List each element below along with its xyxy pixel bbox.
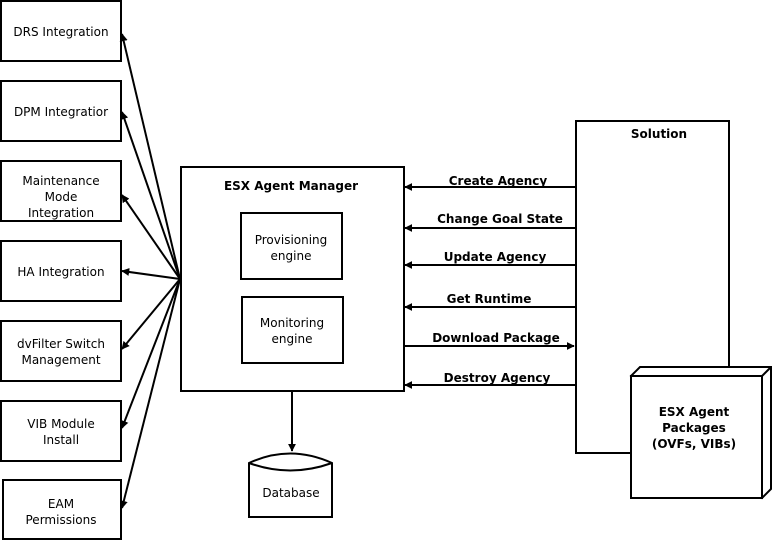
left-box-vib-module: VIB Module Install: [0, 400, 122, 462]
arrow-to-maintenance: [121, 194, 181, 280]
arrow-to-ha: [121, 268, 181, 280]
arrow-label-change-goal-state: Change Goal State: [437, 212, 563, 226]
provisioning-label: engine: [271, 249, 312, 263]
left-box-label: Mode: [45, 190, 78, 204]
left-box-maintenance-mode: Maintenance Mode Integration: [0, 160, 122, 222]
packages-label: (OVFs, VIBs): [652, 437, 736, 451]
packages-label: ESX Agent: [659, 405, 730, 419]
provisioning-engine-box: Provisioning engine: [240, 212, 343, 280]
left-box-dvfilter-switch: dvFilter Switch Management: [0, 320, 122, 382]
arrow-label-download-package: Download Package: [432, 331, 560, 345]
arrow-to-drs: [119, 33, 181, 280]
left-box-label: dvFilter Switch: [17, 337, 105, 351]
monitoring-engine-box: Monitoring engine: [241, 296, 344, 364]
esx-agent-packages-box: ESX Agent Packages (OVFs, VIBs): [629, 366, 772, 500]
left-box-ha-integration: HA Integration: [0, 240, 122, 302]
left-box-eam-permissions: EAM Permissions: [2, 479, 122, 540]
arrow-to-eam-permissions: [119, 278, 181, 509]
left-box-label: Maintenance: [22, 174, 99, 188]
provisioning-label: Provisioning: [255, 233, 328, 247]
manager-title: ESX Agent Manager: [224, 179, 358, 193]
arrow-to-dpm: [120, 111, 181, 280]
left-box-label: EAM: [48, 497, 74, 511]
esx-agent-manager-box: ESX Agent Manager Provisioning engine Mo…: [180, 166, 405, 392]
left-box-label: Install: [43, 433, 79, 447]
arrow-to-vib: [120, 278, 181, 429]
left-box-dpm-integration: DPM Integratior: [0, 80, 122, 142]
left-box-label: VIB Module: [27, 417, 94, 431]
database-cylinder: Database: [248, 452, 333, 518]
packages-label: Packages: [662, 421, 726, 435]
arrow-label-get-runtime: Get Runtime: [447, 292, 532, 306]
arrow-to-dvfilter: [121, 278, 181, 350]
fan-out-arrows: [119, 33, 181, 509]
left-box-label: HA Integration: [17, 265, 104, 279]
database-label: Database: [262, 486, 319, 500]
monitoring-label: Monitoring: [260, 316, 324, 330]
left-box-label: Integration: [28, 206, 94, 220]
api-arrows: Create Agency Change Goal State Update A…: [404, 174, 575, 389]
left-box-label: DPM Integratior: [14, 105, 108, 119]
left-box-drs-integration: DRS Integration: [0, 0, 122, 62]
arrow-label-update-agency: Update Agency: [444, 250, 547, 264]
monitoring-label: engine: [272, 332, 313, 346]
left-box-label: DRS Integration: [13, 25, 108, 39]
left-box-label: Management: [21, 353, 100, 367]
arrow-label-destroy-agency: Destroy Agency: [444, 371, 551, 385]
arrow-label-create-agency: Create Agency: [449, 174, 548, 188]
solution-title: Solution: [631, 127, 687, 141]
left-box-label: Permissions: [26, 513, 97, 527]
